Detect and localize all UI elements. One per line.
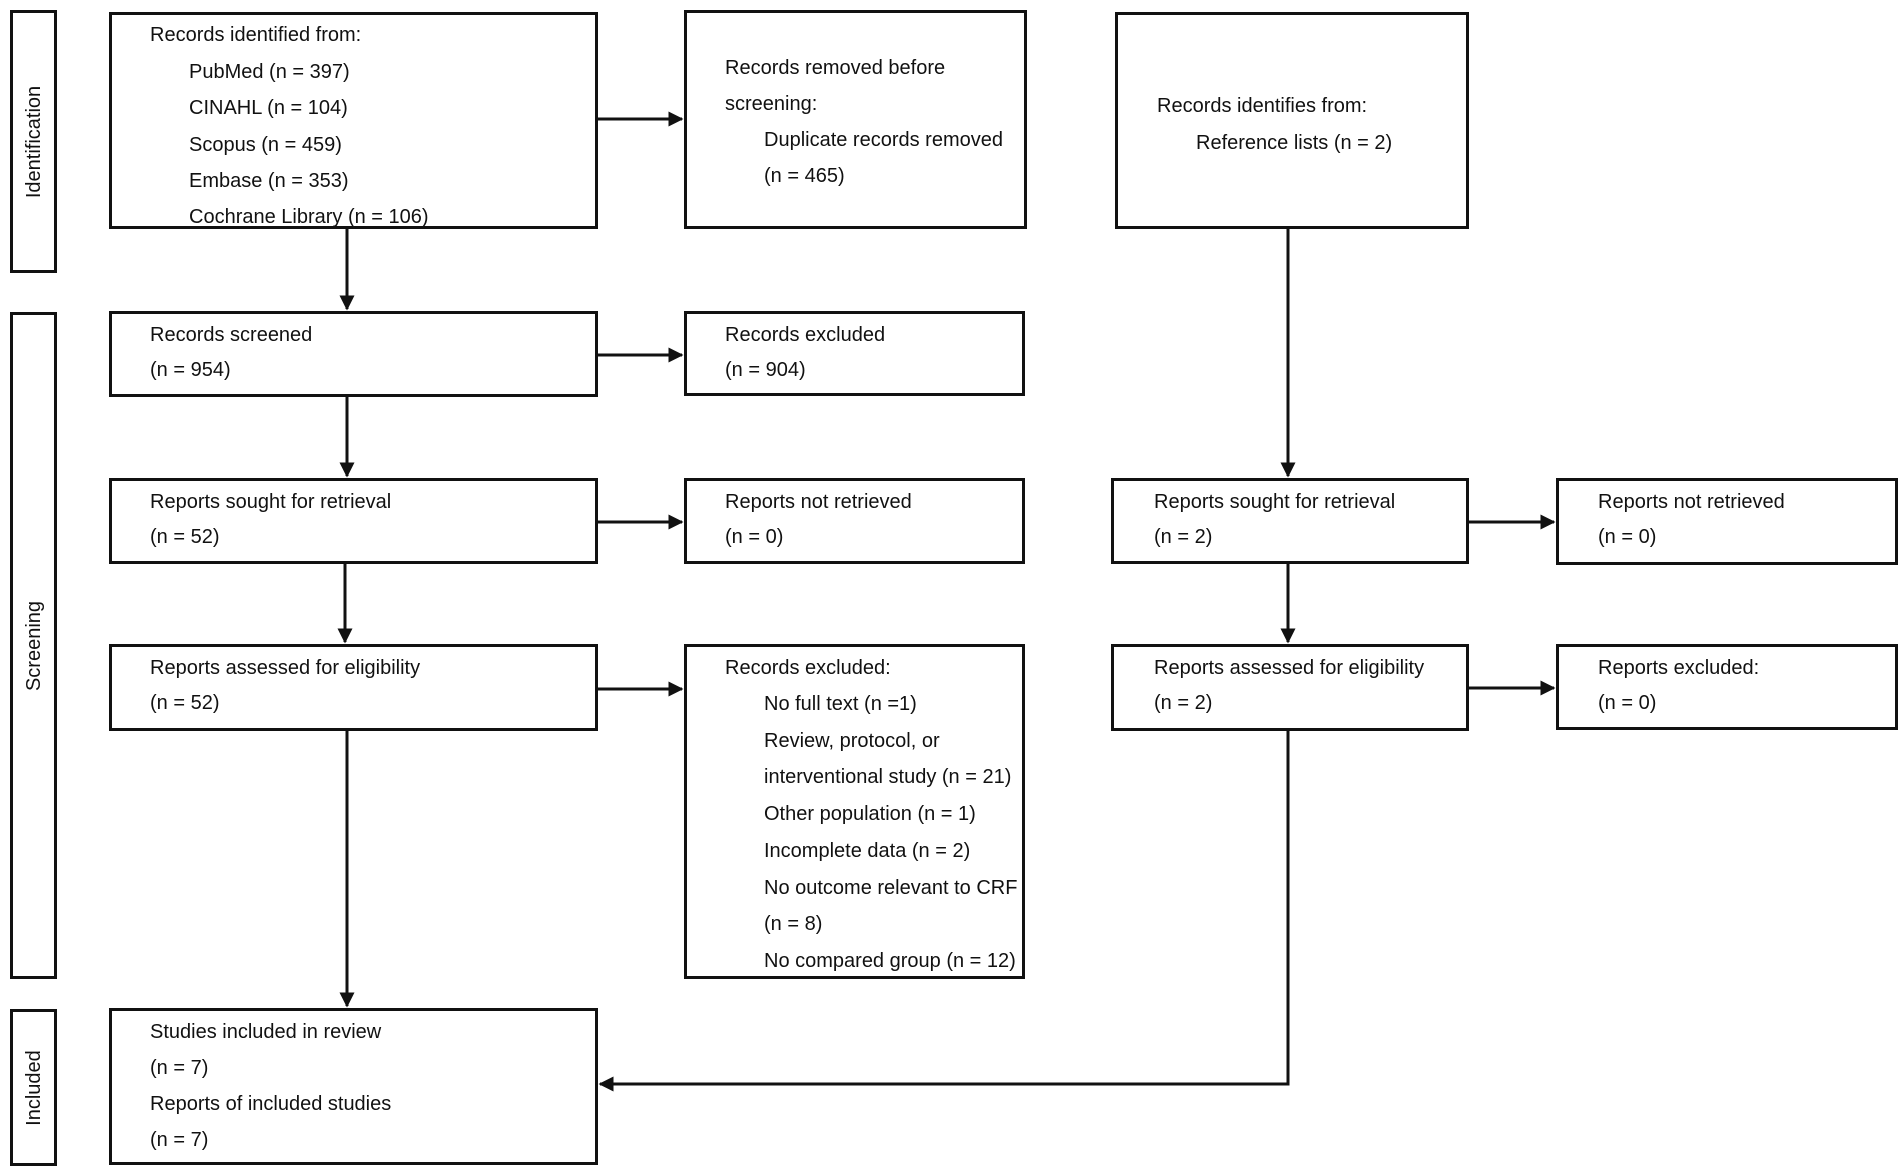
source-cinahl: CINAHL (n = 104) xyxy=(189,97,348,119)
box-records-screened: Records screened (n = 954) xyxy=(109,311,598,397)
reports-sought-label: Reports sought for retrieval xyxy=(150,491,392,513)
box-reports-assessed: Reports assessed for eligibility (n = 52… xyxy=(109,644,598,731)
other-reports-sought-label: Reports sought for retrieval xyxy=(1154,491,1396,513)
reports-assessed-count: (n = 52) xyxy=(150,692,220,714)
reports-sought-count: (n = 52) xyxy=(150,526,220,548)
other-reports-excluded-label: Reports excluded: xyxy=(1598,657,1760,679)
other-reports-assessed-count: (n = 2) xyxy=(1154,692,1213,714)
stage-screening: Screening xyxy=(10,312,57,979)
box-records-removed: Records removed before screening: Duplic… xyxy=(684,10,1027,229)
excluded-reason: Incomplete data (n = 2) xyxy=(764,840,971,862)
box-records-identified-databases: Records identified from: PubMed (n = 397… xyxy=(109,12,598,229)
excluded-reason: No compared group (n = 12) xyxy=(764,950,1016,972)
excluded-full-text-heading: Records excluded: xyxy=(725,657,891,679)
box-other-reports-not-retrieved: Reports not retrieved (n = 0) xyxy=(1556,478,1898,565)
reports-included-label: Reports of included studies xyxy=(150,1093,392,1115)
other-reports-assessed-label: Reports assessed for eligibility xyxy=(1154,657,1425,679)
excluded-reason: No full text (n =1) xyxy=(764,693,917,715)
box-other-reports-excluded: Reports excluded: (n = 0) xyxy=(1556,644,1898,730)
studies-included-label: Studies included in review xyxy=(150,1021,382,1043)
box-records-other-sources: Records identifies from: Reference lists… xyxy=(1115,12,1469,229)
records-identified-heading: Records identified from: xyxy=(150,24,362,46)
records-excluded-label: Records excluded xyxy=(725,324,886,346)
studies-included-count: (n = 7) xyxy=(150,1057,209,1079)
source-scopus: Scopus (n = 459) xyxy=(189,134,342,156)
other-reports-not-retrieved-label: Reports not retrieved xyxy=(1598,491,1785,513)
reports-included-count: (n = 7) xyxy=(150,1129,209,1151)
excluded-reason: Other population (n = 1) xyxy=(764,803,976,825)
records-excluded-count: (n = 904) xyxy=(725,359,806,381)
removed-heading-line-1: Records removed before xyxy=(725,57,946,79)
other-sources-heading: Records identifies from: xyxy=(1157,95,1368,117)
records-screened-label: Records screened xyxy=(150,324,313,346)
box-reports-sought: Reports sought for retrieval (n = 52) xyxy=(109,478,598,564)
box-other-reports-sought: Reports sought for retrieval (n = 2) xyxy=(1111,478,1469,564)
removed-heading-line-2: screening: xyxy=(725,93,818,115)
box-reports-not-retrieved: Reports not retrieved (n = 0) xyxy=(684,478,1025,564)
stage-identification: Identification xyxy=(10,10,57,273)
reference-lists: Reference lists (n = 2) xyxy=(1196,132,1393,154)
excluded-reason: (n = 8) xyxy=(764,913,823,935)
removed-duplicates: Duplicate records removed xyxy=(764,129,1003,151)
box-records-excluded-full-text: Records excluded: No full text (n =1) Re… xyxy=(684,644,1025,979)
box-studies-included: Studies included in review (n = 7) Repor… xyxy=(109,1008,598,1165)
box-records-excluded-screening: Records excluded (n = 904) xyxy=(684,311,1025,396)
excluded-reason: Review, protocol, or xyxy=(764,730,940,752)
other-reports-not-retrieved-count: (n = 0) xyxy=(1598,526,1657,548)
stage-included: Included xyxy=(10,1009,57,1166)
records-screened-count: (n = 954) xyxy=(150,359,231,381)
reports-not-retrieved-count: (n = 0) xyxy=(725,526,784,548)
removed-duplicates-count: (n = 465) xyxy=(764,165,845,187)
source-cochrane: Cochrane Library (n = 106) xyxy=(189,206,429,228)
reports-not-retrieved-label: Reports not retrieved xyxy=(725,491,912,513)
excluded-reason: interventional study (n = 21) xyxy=(764,766,1012,788)
arrow-other-assessed-to-included xyxy=(598,731,1290,1092)
source-embase: Embase (n = 353) xyxy=(189,170,349,192)
excluded-reason: No outcome relevant to CRF xyxy=(764,877,1018,899)
reports-assessed-label: Reports assessed for eligibility xyxy=(150,657,421,679)
other-reports-excluded-count: (n = 0) xyxy=(1598,692,1657,714)
source-pubmed: PubMed (n = 397) xyxy=(189,61,350,83)
other-reports-sought-count: (n = 2) xyxy=(1154,526,1213,548)
box-other-reports-assessed: Reports assessed for eligibility (n = 2) xyxy=(1111,644,1469,731)
